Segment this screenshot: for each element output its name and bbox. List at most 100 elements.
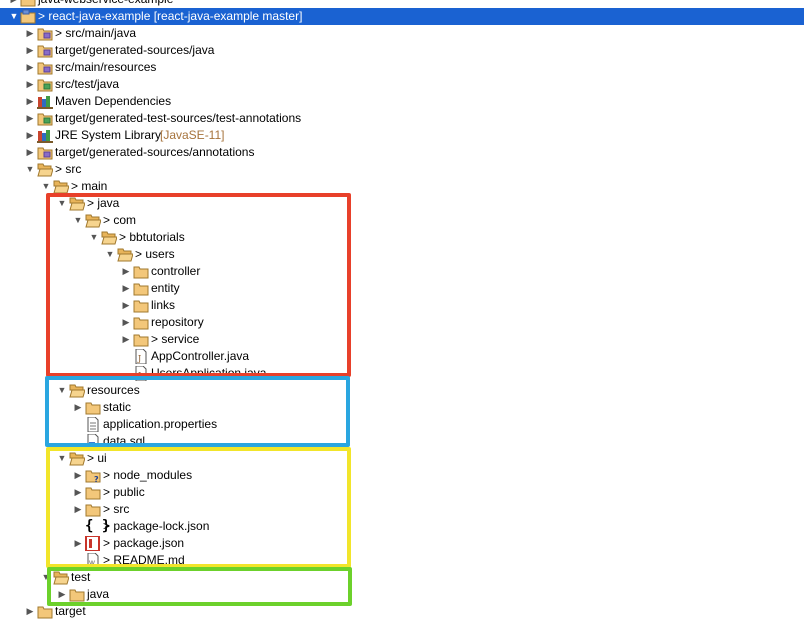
tree-item-src-main-java[interactable]: ▶ > src/main/java xyxy=(0,25,804,42)
chevron-right-icon[interactable]: ▶ xyxy=(74,470,82,480)
test-source-folder-icon xyxy=(37,113,53,126)
tree-item-package-lock-json[interactable]: { } > package-lock.json xyxy=(0,518,804,535)
chevron-right-icon[interactable]: ▶ xyxy=(122,300,130,310)
chevron-down-icon[interactable]: ▼ xyxy=(9,11,19,21)
project-icon xyxy=(20,0,36,7)
tree-item-label: > public xyxy=(103,485,145,499)
svg-text:?: ? xyxy=(94,475,99,483)
tree-item-main[interactable]: ▼ > main xyxy=(0,178,804,195)
tree-item-label: test xyxy=(71,570,91,584)
tree-item-users[interactable]: ▼ > users xyxy=(0,246,804,263)
folder-icon xyxy=(133,300,149,313)
tree-item-resources[interactable]: ▼ resources xyxy=(0,382,804,399)
folder-icon xyxy=(133,283,149,296)
tree-item-repository[interactable]: ▶ repository xyxy=(0,314,804,331)
chevron-right-icon[interactable]: ▶ xyxy=(58,589,66,599)
tree-item-bbtutorials[interactable]: ▼ > bbtutorials xyxy=(0,229,804,246)
open-folder-icon xyxy=(101,231,117,245)
chevron-down-icon[interactable]: ▼ xyxy=(41,181,51,191)
tree-item-java-webservice-example[interactable]: ▶ java-webservice-example xyxy=(0,0,804,8)
chevron-right-icon[interactable]: ▶ xyxy=(74,487,82,497)
tree-item-src[interactable]: ▼ > src xyxy=(0,161,804,178)
chevron-right-icon[interactable]: ▶ xyxy=(122,266,130,276)
tree-item-label: entity xyxy=(151,281,180,295)
source-folder-icon xyxy=(37,147,53,160)
tree-item-application-properties[interactable]: application.properties xyxy=(0,416,804,433)
tree-item-entity[interactable]: ▶ entity xyxy=(0,280,804,297)
source-folder-icon xyxy=(37,62,53,75)
chevron-down-icon[interactable]: ▼ xyxy=(41,572,51,582)
folder-icon xyxy=(133,266,149,279)
tree-item-src-main-resources[interactable]: ▶ src/main/resources xyxy=(0,59,804,76)
chevron-right-icon[interactable]: ▶ xyxy=(122,334,130,344)
tree-item-public[interactable]: ▶ > public xyxy=(0,484,804,501)
tree-item-label: target/generated-sources/annotations xyxy=(55,145,255,159)
source-folder-icon xyxy=(37,45,53,58)
tree-item-label: > src xyxy=(55,162,82,176)
tree-item-com[interactable]: ▼ > com xyxy=(0,212,804,229)
chevron-right-icon[interactable]: ▶ xyxy=(26,113,34,123)
chevron-right-icon[interactable]: ▶ xyxy=(74,538,82,548)
tree-item-service[interactable]: ▶ > service xyxy=(0,331,804,348)
svg-text:J: J xyxy=(137,354,141,363)
chevron-right-icon[interactable]: ▶ xyxy=(26,606,34,616)
tree-item-label: target/generated-sources/java xyxy=(55,43,215,57)
tree-item-package-json[interactable]: ▶ > package.json xyxy=(0,535,804,552)
chevron-down-icon[interactable]: ▼ xyxy=(57,385,67,395)
chevron-right-icon[interactable]: ▶ xyxy=(26,45,34,55)
tree-item-java[interactable]: ▼ > java xyxy=(0,195,804,212)
tree-item-label: > com xyxy=(103,213,137,227)
tree-item-label: > bbtutorials xyxy=(119,230,185,244)
java-file-icon: J xyxy=(135,349,147,364)
tree-item-label: > react-java-example [react-java-example… xyxy=(38,9,303,23)
chevron-right-icon[interactable]: ▶ xyxy=(26,96,34,106)
tree-item-links[interactable]: ▶ links xyxy=(0,297,804,314)
chevron-right-icon[interactable]: ▶ xyxy=(122,283,130,293)
chevron-down-icon[interactable]: ▼ xyxy=(73,215,83,225)
chevron-right-icon[interactable]: ▶ xyxy=(26,28,34,38)
tree-item-controller[interactable]: ▶ controller xyxy=(0,263,804,280)
open-folder-icon xyxy=(85,214,101,228)
tree-item-test[interactable]: ▼ test xyxy=(0,569,804,586)
chevron-right-icon[interactable]: ▶ xyxy=(122,317,130,327)
tree-item-static[interactable]: ▶ static xyxy=(0,399,804,416)
highlight-box-blue xyxy=(45,376,350,447)
chevron-right-icon[interactable]: ▶ xyxy=(9,0,19,8)
chevron-down-icon[interactable]: ▼ xyxy=(57,453,67,463)
tree-item-label: > src/main/java xyxy=(55,26,137,40)
highlight-box-yellow xyxy=(46,447,351,568)
chevron-down-icon[interactable]: ▼ xyxy=(57,198,67,208)
chevron-right-icon[interactable]: ▶ xyxy=(74,402,82,412)
chevron-down-icon[interactable]: ▼ xyxy=(25,164,35,174)
tree-item-appcontroller-java[interactable]: J AppController.java xyxy=(0,348,804,365)
chevron-down-icon[interactable]: ▼ xyxy=(89,232,99,242)
tree-item-label: > src xyxy=(103,502,130,516)
chevron-right-icon[interactable]: ▶ xyxy=(26,147,34,157)
folder-icon xyxy=(85,504,101,517)
tree-item-target-generated-test-sources[interactable]: ▶ target/generated-test-sources/test-ann… xyxy=(0,110,804,127)
tree-item-target-generated-sources-annotations[interactable]: ▶ target/generated-sources/annotations xyxy=(0,144,804,161)
tree-item-ui[interactable]: ▼ > ui xyxy=(0,450,804,467)
npm-file-icon xyxy=(85,536,100,551)
tree-item-label: JRE System Library xyxy=(55,128,162,142)
tree-item-label: > ui xyxy=(87,451,107,465)
tree-item-ui-src[interactable]: ▶ > src xyxy=(0,501,804,518)
tree-item-jre-system-library[interactable]: ▶ JRE System Library [JavaSE-11] xyxy=(0,127,804,144)
tree-item-target[interactable]: ▶ target xyxy=(0,603,804,620)
chevron-right-icon[interactable]: ▶ xyxy=(26,79,34,89)
chevron-right-icon[interactable]: ▶ xyxy=(26,62,34,72)
tree-item-src-test-java[interactable]: ▶ src/test/java xyxy=(0,76,804,93)
tree-item-label: controller xyxy=(151,264,201,278)
tree-item-target-generated-sources-java[interactable]: ▶ target/generated-sources/java xyxy=(0,42,804,59)
tree-item-maven-dependencies[interactable]: ▶ Maven Dependencies xyxy=(0,93,804,110)
tree-item-label: > package.json xyxy=(103,536,185,550)
tree-item-label: Maven Dependencies xyxy=(55,94,172,108)
chevron-right-icon[interactable]: ▶ xyxy=(74,504,82,514)
tree-item-react-java-example[interactable]: ▼ > react-java-example [react-java-examp… xyxy=(0,8,804,25)
tree-item-label: > README.md xyxy=(103,553,185,567)
chevron-right-icon[interactable]: ▶ xyxy=(26,130,34,140)
properties-file-icon xyxy=(87,417,99,432)
tree-item-test-java[interactable]: ▶ java xyxy=(0,586,804,603)
chevron-down-icon[interactable]: ▼ xyxy=(105,249,115,259)
tree-item-node-modules[interactable]: ▶ ? > node_modules xyxy=(0,467,804,484)
